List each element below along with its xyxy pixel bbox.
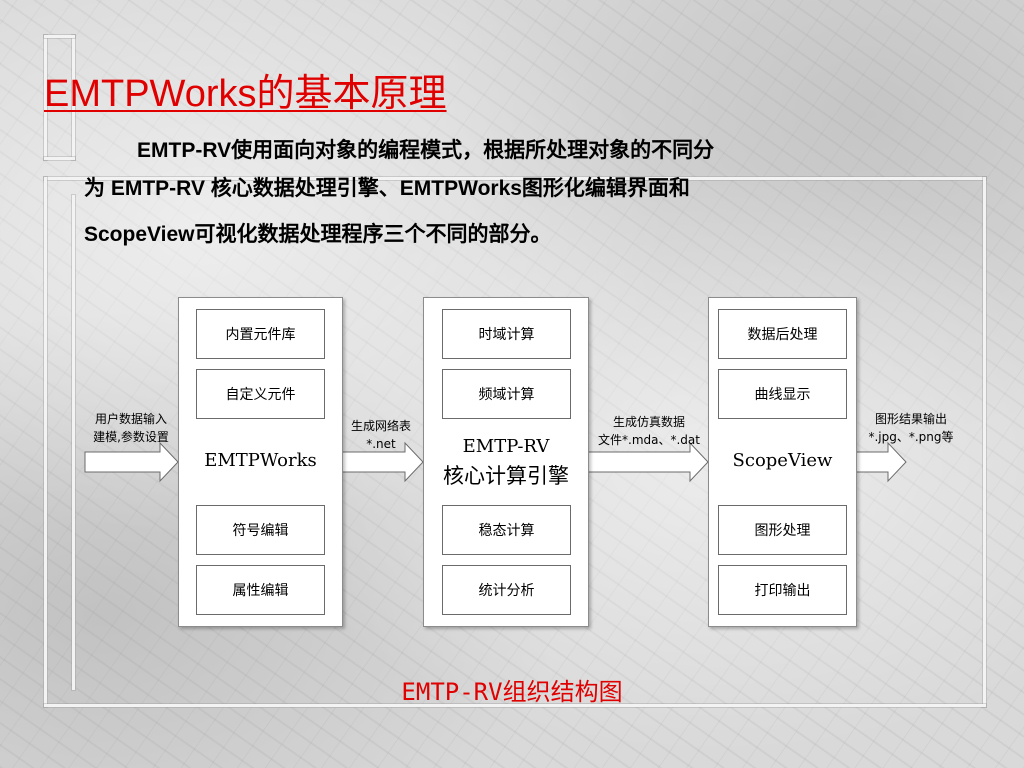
scopeview-item-print: 打印输出	[718, 565, 847, 615]
engine-item-steady-state: 稳态计算	[442, 505, 571, 555]
frame-line-left-top-inner	[72, 35, 75, 160]
intro-line-1: EMTP-RV使用面向对象的编程模式，根据所处理对象的不同分	[137, 139, 715, 162]
scopeview-item-graphics: 图形处理	[718, 505, 847, 555]
scopeview-column: 数据后处理 曲线显示 ScopeView 图形处理 打印输出	[708, 297, 857, 627]
data-arrow	[587, 441, 709, 483]
input-label-line-1: 用户数据输入	[94, 412, 167, 426]
frame-line-box-top	[44, 177, 986, 180]
emtpworks-item-builtin-library: 内置元件库	[196, 309, 325, 359]
frame-line-box-left-inner	[72, 195, 75, 690]
input-label: 用户数据输入 建模,参数设置	[76, 410, 186, 446]
slide-title: EMTPWorks的基本原理	[44, 73, 447, 115]
input-arrow	[84, 441, 179, 483]
net-label: 生成网络表 *.net	[336, 417, 426, 453]
engine-item-statistics: 统计分析	[442, 565, 571, 615]
intro-paragraph: EMTP-RV使用面向对象的编程模式，根据所处理对象的不同分 为 EMTP-RV…	[84, 132, 944, 254]
net-label-line-2: *.net	[366, 437, 396, 451]
engine-column: 时域计算 频域计算 EMTP-RV 核心计算引擎 稳态计算 统计分析	[423, 297, 589, 627]
emtpworks-item-symbol-edit: 符号编辑	[196, 505, 325, 555]
data-label: 生成仿真数据 文件*.mda、*.dat	[588, 413, 710, 449]
output-label: 图形结果输出 *.jpg、*.png等	[855, 410, 967, 446]
emtpworks-column: 内置元件库 自定义元件 EMTPWorks 符号编辑 属性编辑	[178, 297, 343, 627]
output-arrow	[854, 441, 907, 483]
data-label-line-1: 生成仿真数据	[612, 415, 685, 429]
frame-line-box-right	[983, 177, 986, 707]
data-label-line-2: 文件*.mda、*.dat	[598, 433, 700, 447]
engine-item-frequency-domain: 频域计算	[442, 369, 571, 419]
net-label-line-1: 生成网络表	[350, 419, 411, 433]
frame-line-top-left-bottom	[44, 157, 75, 160]
net-arrow	[341, 441, 424, 483]
engine-label-line-1: EMTP-RV	[462, 436, 550, 457]
emtpworks-label: EMTPWorks	[204, 450, 317, 471]
frame-line-top-left	[44, 35, 75, 38]
intro-line-2: 为 EMTP-RV 核心数据处理引擎、EMTPWorks图形化编辑界面和	[84, 177, 690, 200]
emtpworks-item-attribute-edit: 属性编辑	[196, 565, 325, 615]
scopeview-item-curve-display: 曲线显示	[718, 369, 847, 419]
frame-line-box-left	[44, 177, 47, 707]
scopeview-item-postprocess: 数据后处理	[718, 309, 847, 359]
frame-line-left-top	[44, 35, 47, 160]
frame-line-box-bottom	[44, 704, 986, 707]
scopeview-label: ScopeView	[732, 450, 833, 471]
engine-item-time-domain: 时域计算	[442, 309, 571, 359]
engine-label-line-2: 核心计算引擎	[443, 464, 569, 488]
intro-line-3: ScopeView可视化数据处理程序三个不同的部分。	[84, 223, 552, 246]
output-label-line-2: *.jpg、*.png等	[868, 430, 954, 444]
output-label-line-1: 图形结果输出	[874, 412, 947, 426]
input-label-line-2: 建模,参数设置	[93, 430, 169, 444]
emtpworks-item-custom-component: 自定义元件	[196, 369, 325, 419]
diagram-caption: EMTP-RV组织结构图	[401, 678, 623, 706]
